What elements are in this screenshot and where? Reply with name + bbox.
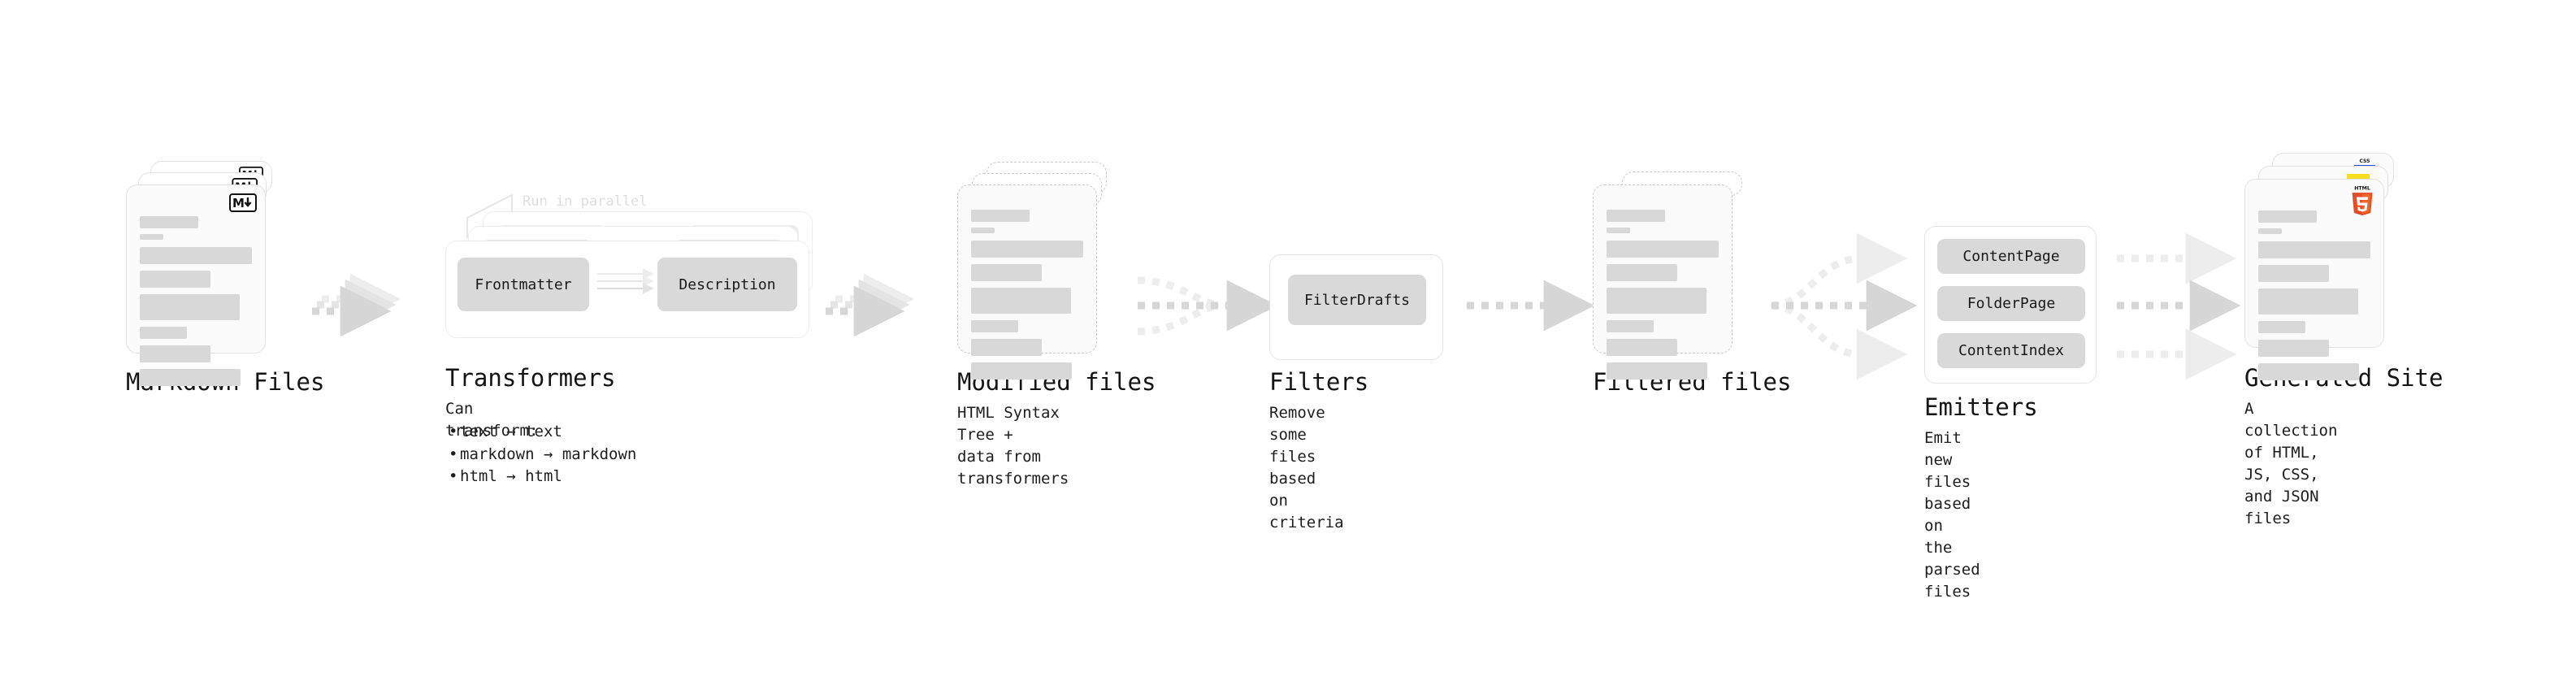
arrow-transformers-to-modified: [826, 273, 915, 337]
svg-text:HTML: HTML: [2354, 186, 2370, 192]
file-content-skeleton: [971, 210, 1083, 380]
file-content-skeleton: [140, 216, 252, 386]
markdown-icon: M: [229, 193, 257, 212]
stage-title-emitters: Emitters: [1924, 393, 2038, 421]
bullet-text: text → text: [445, 421, 636, 444]
emitters-box: ContentPage FolderPage ContentIndex: [1924, 226, 2097, 384]
arrow-emitters-to-site: [2117, 232, 2241, 380]
transformer-bullets: text → text markdown → markdown html → h…: [445, 421, 636, 488]
chip-contentpage[interactable]: ContentPage: [1937, 239, 2085, 274]
modified-file-card: [957, 184, 1097, 380]
chip-description[interactable]: Description: [657, 258, 797, 311]
bullet-html: html → html: [445, 466, 636, 488]
arrow-md-to-transformers: [312, 273, 401, 337]
file-content-skeleton: [1607, 210, 1719, 380]
chip-contentindex[interactable]: ContentIndex: [1937, 333, 2085, 368]
run-in-parallel-leader: [466, 193, 513, 238]
stage-title-filters: Filters: [1269, 368, 1369, 396]
svg-text:M: M: [232, 197, 245, 209]
html5-icon: HTML: [2349, 184, 2375, 219]
transformer-layer-front: Frontmatter Description: [445, 241, 809, 338]
stage-subtitle-generated-site: A collection of HTML, JS, CSS, and JSON …: [2244, 400, 2338, 527]
chip-frontmatter[interactable]: Frontmatter: [458, 258, 589, 311]
arrow-modified-to-filters: [1137, 276, 1278, 336]
arrow-filtered-to-emitters: [1771, 232, 1918, 380]
file-content-skeleton: [2258, 210, 2370, 380]
stage-subtitle-emitters: Emit new files based on the parsed files: [1924, 429, 1980, 601]
stage-subtitle-modified-files: HTML Syntax Tree + data from transformer…: [957, 404, 1069, 488]
run-in-parallel-label: Run in parallel: [523, 193, 648, 210]
filtered-file-card: [1593, 184, 1733, 380]
chip-folderpage[interactable]: FolderPage: [1937, 286, 2085, 321]
stage-subtitle-filters: Remove some files based on criteria: [1269, 404, 1344, 531]
bullet-markdown: markdown → markdown: [445, 444, 636, 466]
stage-title-transformers: Transformers: [445, 364, 616, 392]
filters-box: FilterDrafts: [1269, 254, 1443, 360]
generated-site-card: HTML: [2244, 179, 2384, 380]
chip-filterdrafts[interactable]: FilterDrafts: [1288, 275, 1426, 325]
markdown-file-card: M: [126, 184, 266, 386]
inner-arrows: [597, 268, 654, 294]
